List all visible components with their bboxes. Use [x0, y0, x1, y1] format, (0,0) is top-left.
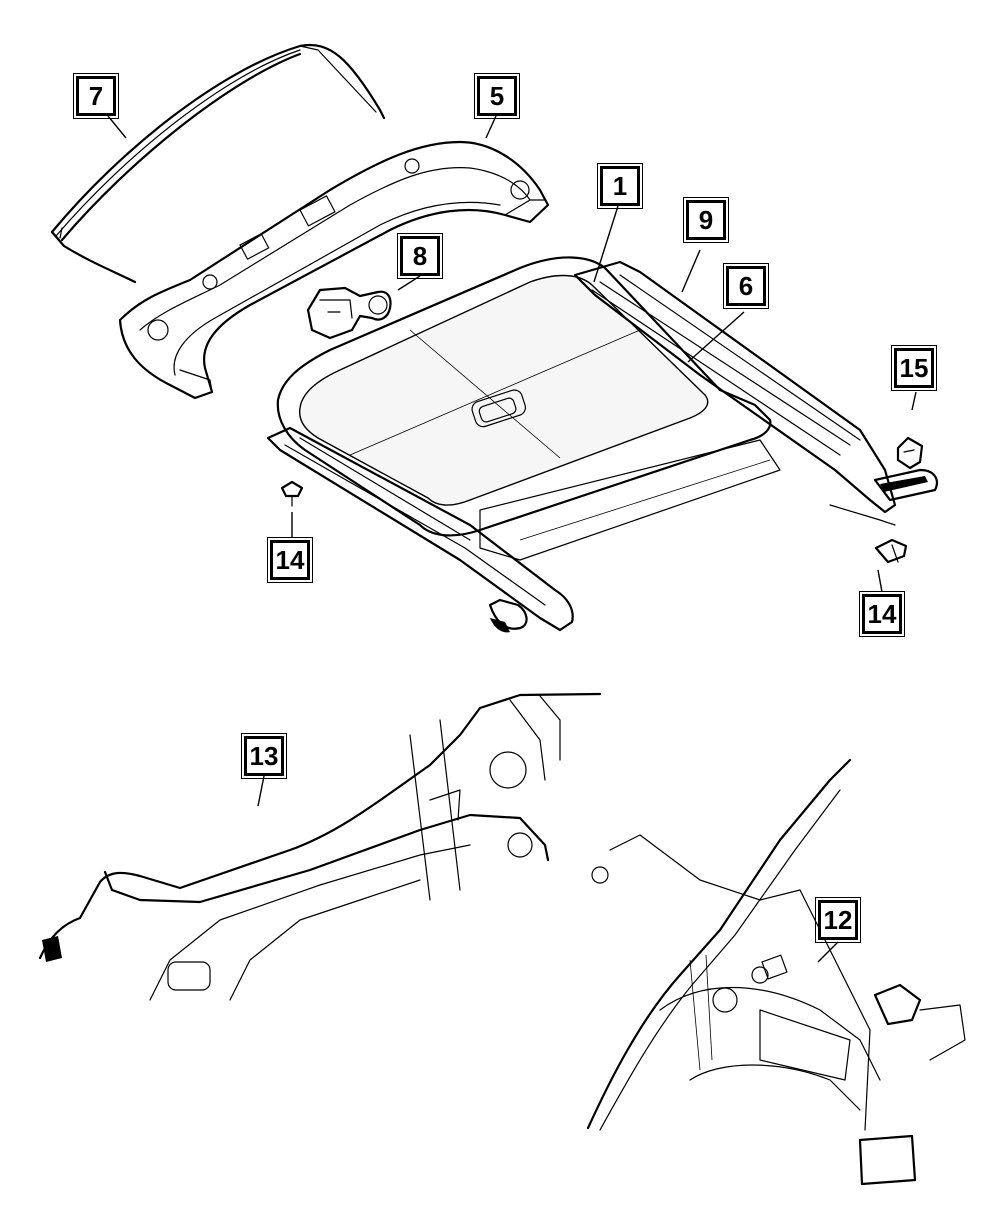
callout-14-right: 14	[859, 591, 905, 637]
part-13-drain-hose	[38, 692, 602, 1001]
glass-panel-assembly	[266, 256, 938, 633]
callout-15: 15	[891, 345, 937, 391]
part-12-drain-hose	[586, 758, 966, 1186]
part-7-deflector	[50, 43, 386, 284]
part-8-motor	[306, 286, 392, 340]
part-14-fastener-left	[280, 480, 304, 507]
part-14-fastener-right	[874, 538, 908, 564]
callout-7: 7	[73, 73, 119, 119]
part-5-frame	[118, 140, 550, 400]
callout-14-left: 14	[267, 537, 313, 583]
callout-8: 8	[397, 233, 443, 279]
callout-9: 9	[683, 197, 729, 243]
callout-12: 12	[815, 897, 861, 943]
callout-6: 6	[723, 263, 769, 309]
part-15-clip	[896, 436, 924, 470]
callout-5: 5	[474, 73, 520, 119]
callout-13: 13	[241, 733, 287, 779]
callout-1: 1	[597, 163, 643, 209]
leader-lines	[107, 115, 917, 963]
